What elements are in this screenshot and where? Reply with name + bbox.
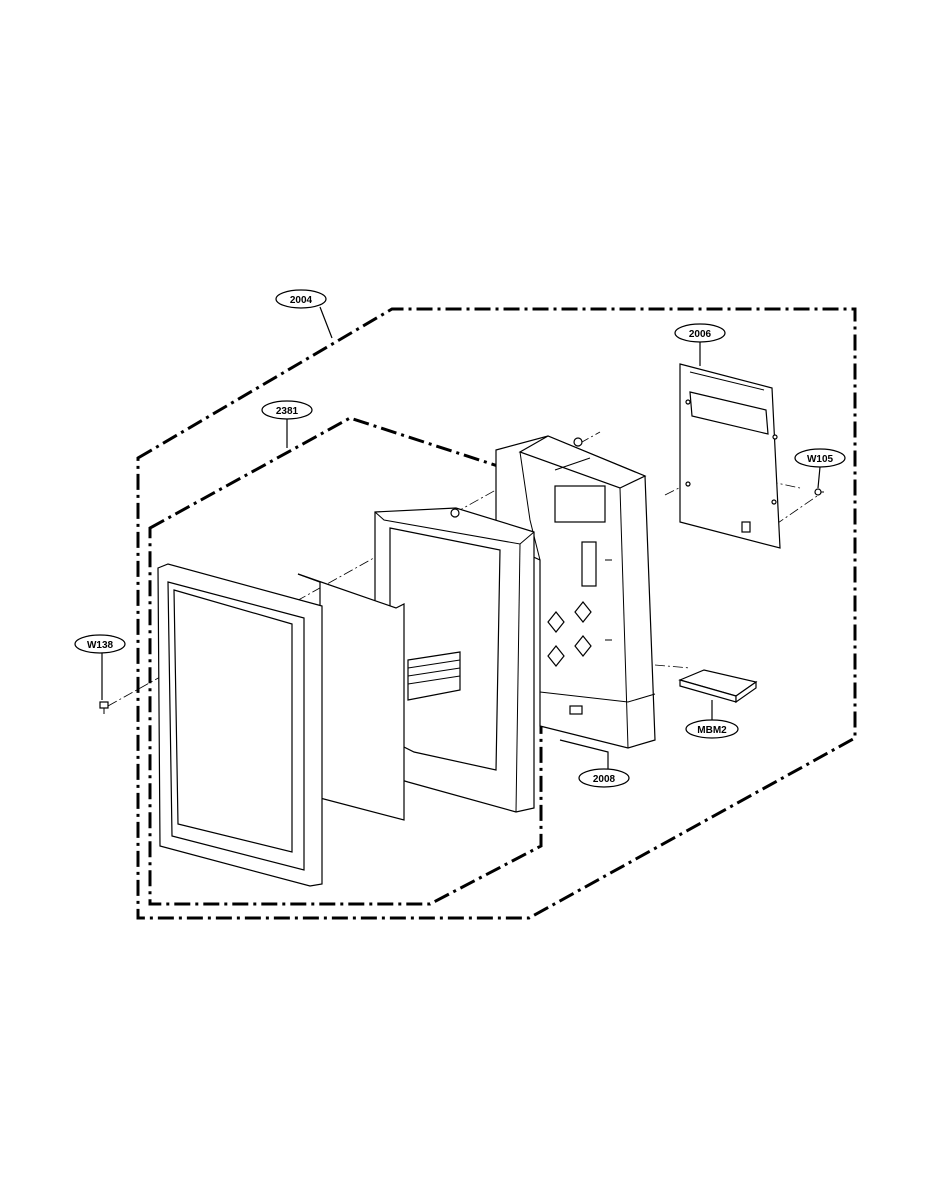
callout-2004-label: 2004 bbox=[290, 295, 313, 306]
leader-lines bbox=[101, 306, 821, 770]
callout-2006: 2006 bbox=[674, 323, 726, 343]
front-bezel-frame bbox=[157, 563, 323, 887]
assembly-2004-boundary bbox=[136, 307, 857, 920]
keypad-buttons bbox=[547, 601, 592, 667]
touch-panel-assembly bbox=[374, 507, 535, 813]
callout-2006-label: 2006 bbox=[689, 329, 712, 340]
part-mbm2 bbox=[678, 669, 758, 704]
callout-2008: 2008 bbox=[578, 768, 630, 788]
screw-w105 bbox=[814, 488, 824, 496]
assembly-2381-boundary bbox=[148, 416, 543, 906]
callout-mbm2: MBM2 bbox=[685, 719, 739, 739]
callout-w105: W105 bbox=[794, 448, 846, 468]
screw-w138 bbox=[99, 701, 109, 714]
callout-2381: 2381 bbox=[261, 400, 313, 420]
callout-w138: W138 bbox=[74, 634, 126, 654]
callout-2004: 2004 bbox=[275, 289, 327, 309]
callout-2008-label: 2008 bbox=[593, 774, 616, 785]
pcb-2006 bbox=[679, 363, 781, 549]
callout-2381-label: 2381 bbox=[276, 406, 299, 417]
callout-mbm2-label: MBM2 bbox=[697, 725, 727, 736]
control-frame-2008 bbox=[495, 435, 656, 749]
callout-w105-label: W105 bbox=[807, 454, 834, 465]
callout-w138-label: W138 bbox=[87, 640, 114, 651]
